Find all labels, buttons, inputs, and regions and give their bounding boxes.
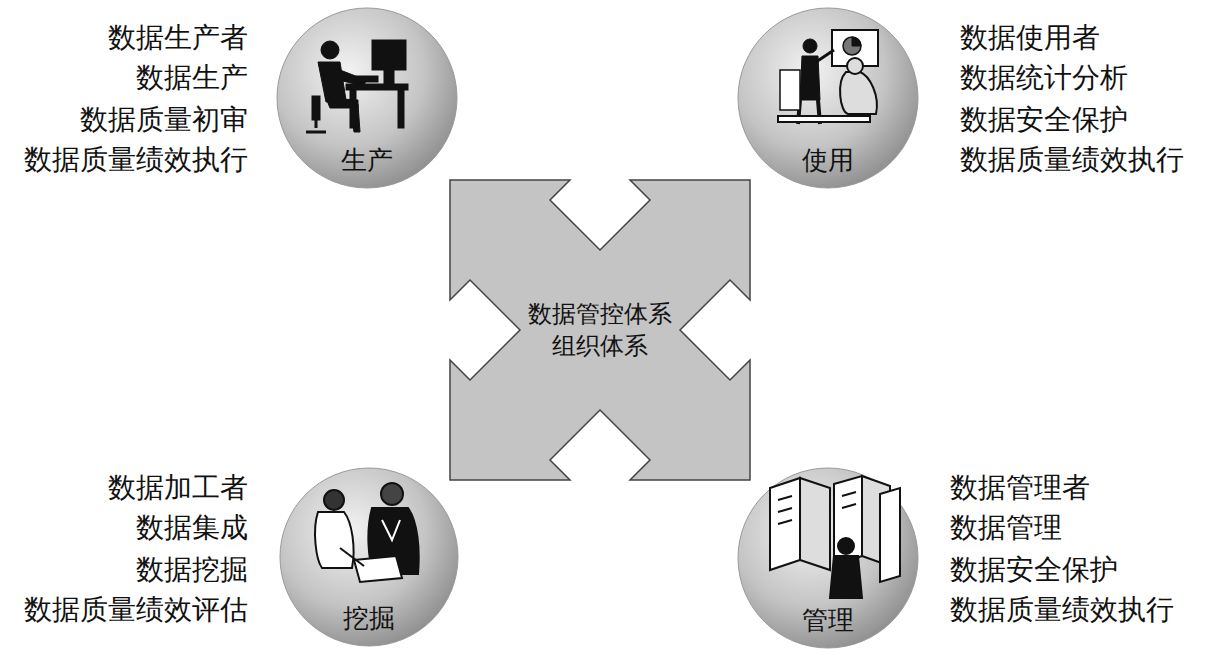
role-duty: 数据使用者 (960, 21, 1100, 55)
role-circle: 使用 (736, 6, 920, 190)
role-circle: 挖掘 (278, 466, 460, 648)
role-duty: 数据质量绩效评估 (24, 593, 248, 627)
role-duty: 数据质量绩效执行 (960, 143, 1184, 177)
role-duty: 数据质量绩效执行 (950, 593, 1174, 627)
center-title: 数据管控体系 组织体系 (520, 298, 680, 363)
role-duty: 数据安全保护 (950, 553, 1118, 587)
circle-shape (280, 468, 458, 646)
role-circle: 生产 (275, 6, 459, 190)
arrow-shape (450, 180, 750, 480)
four-way-arrow: 数据管控体系 组织体系 (450, 180, 750, 480)
role-name: 生产 (341, 145, 393, 176)
role-circle: 管理 (736, 466, 920, 650)
role-duty: 数据加工者 (108, 471, 248, 505)
role-duty: 数据统计分析 (960, 61, 1128, 95)
circle-shape (738, 8, 918, 188)
circle-shape (738, 468, 918, 648)
role-name: 管理 (802, 605, 854, 636)
role-duty: 数据质量绩效执行 (24, 143, 248, 177)
role-duty: 数据安全保护 (960, 103, 1128, 137)
role-duty: 数据生产 (136, 61, 248, 95)
role-duty: 数据生产者 (108, 21, 248, 55)
circle-shape (277, 8, 457, 188)
role-name: 使用 (802, 145, 854, 176)
role-duty: 数据管理 (950, 511, 1062, 545)
role-duty: 数据挖掘 (136, 553, 248, 587)
role-duty: 数据集成 (136, 511, 248, 545)
role-duty: 数据质量初审 (80, 103, 248, 137)
role-duty: 数据管理者 (950, 471, 1090, 505)
arrow-outline (450, 180, 750, 480)
role-name: 挖掘 (343, 603, 395, 634)
